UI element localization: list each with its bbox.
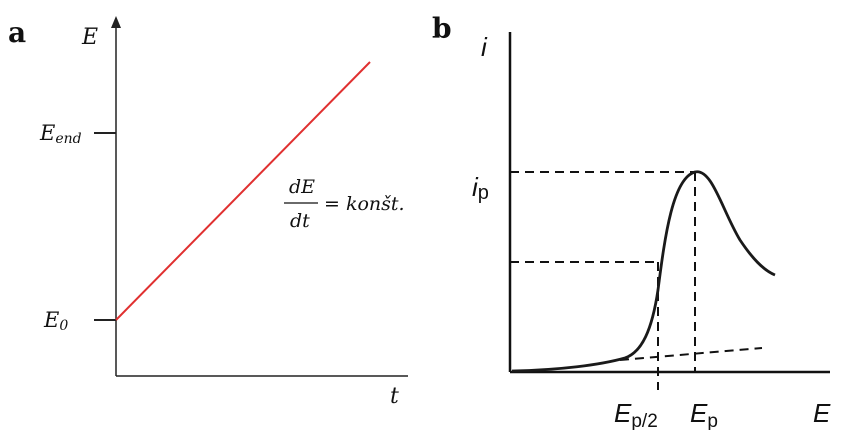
panel-b-half-potential-main: E [614, 398, 632, 428]
panel-b: b i ip Ep/2 Ep E [432, 12, 831, 430]
panel-b-half-potential-label: Ep/2 [614, 398, 658, 430]
panel-a-y-axis-label: E [81, 25, 98, 50]
panel-a-tick-start-label: E0 [43, 308, 68, 334]
panel-b-half-potential-sub: p/2 [631, 411, 657, 430]
panel-b-peak-current-sub: p [478, 182, 489, 204]
panel-a-equation-numerator: dE [289, 176, 315, 198]
panel-a-equation: dE dt = konšt. [284, 176, 405, 232]
panel-b-voltammogram-curve [511, 170, 776, 373]
panel-a-tick-end-label: Eend [39, 121, 82, 147]
panel-a-equation-denominator: dt [290, 210, 310, 232]
panel-a-tick-start-main: E [43, 308, 59, 332]
panel-a-tick-start-sub: 0 [59, 318, 68, 334]
panel-b-peak-potential-label: Ep [690, 398, 718, 430]
panel-a-y-axis-arrow [111, 16, 121, 28]
panel-a-potential-ramp-line [115, 61, 371, 321]
panel-a-equation-rhs: = konšt. [324, 193, 405, 215]
panel-b-x-axis-label: E [813, 398, 831, 428]
panel-a: a E Eend E0 t dE dt = konšt. [8, 16, 408, 409]
panel-a-tick-end-main: E [39, 121, 55, 145]
panel-b-peak-current-label: ip [472, 172, 489, 204]
panel-b-baseline-extrapolation [619, 347, 763, 361]
panel-b-y-axis-label: i [481, 32, 488, 62]
panel-a-x-axis-label: t [390, 384, 399, 409]
panel-b-peak-current-main: i [472, 172, 479, 202]
panel-a-letter: a [8, 16, 26, 49]
panel-b-letter: b [432, 12, 452, 45]
panel-a-tick-end-sub: end [55, 131, 81, 147]
panel-b-peak-potential-main: E [690, 398, 708, 428]
panel-b-peak-potential-sub: p [707, 411, 718, 430]
